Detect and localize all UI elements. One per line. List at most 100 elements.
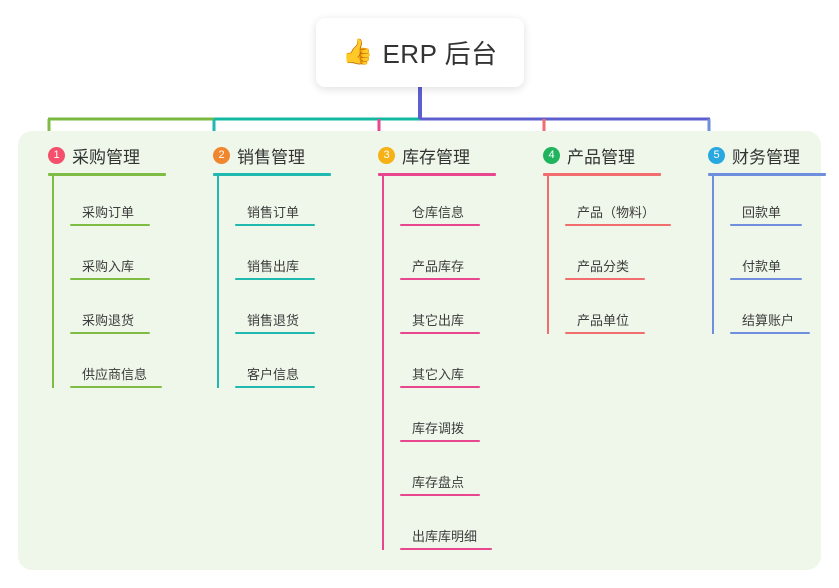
leaf-underline xyxy=(400,278,480,280)
leaf-label: 库存盘点 xyxy=(412,475,465,490)
branch-header-4[interactable]: 4 产品管理 xyxy=(525,142,661,168)
leaf-node[interactable]: 付款单 xyxy=(730,230,826,284)
branch-header-5[interactable]: 5 财务管理 xyxy=(690,142,826,168)
leaf-label: 产品单位 xyxy=(577,313,630,328)
leaf-label: 回款单 xyxy=(742,205,782,220)
leaf-underline xyxy=(400,332,480,334)
branch-badge-3: 3 xyxy=(378,146,395,164)
leaf-node[interactable]: 采购订单 xyxy=(70,176,166,230)
leaf-node[interactable]: 仓库信息 xyxy=(400,176,496,230)
leaf-label: 销售退货 xyxy=(247,313,300,328)
leaf-underline xyxy=(235,332,315,334)
branch-title-1: 采购管理 xyxy=(72,147,140,167)
leaf-node[interactable]: 结算账户 xyxy=(730,284,826,338)
branch-spine-4 xyxy=(547,176,549,334)
leaf-underline xyxy=(235,224,315,226)
leaf-underline xyxy=(730,332,810,334)
leaf-label: 销售订单 xyxy=(247,205,300,220)
leaf-node[interactable]: 产品库存 xyxy=(400,230,496,284)
leaf-underline xyxy=(400,548,492,550)
branch-children-1: 采购订单采购入库采购退货供应商信息 xyxy=(52,176,166,392)
leaf-underline xyxy=(400,224,480,226)
branch-panel xyxy=(18,131,821,570)
branch-underline-2 xyxy=(213,173,331,176)
leaf-node[interactable]: 其它入库 xyxy=(400,338,496,392)
branch-badge-4: 4 xyxy=(543,146,560,164)
leaf-label: 供应商信息 xyxy=(82,367,148,382)
leaf-node[interactable]: 销售退货 xyxy=(235,284,331,338)
leaf-label: 产品（物料） xyxy=(577,205,656,220)
leaf-underline xyxy=(565,278,645,280)
leaf-node[interactable]: 客户信息 xyxy=(235,338,331,392)
root-node[interactable]: 👍 ERP 后台 xyxy=(316,18,524,87)
leaf-underline xyxy=(235,386,315,388)
leaf-node[interactable]: 产品分类 xyxy=(565,230,661,284)
branch-badge-1: 1 xyxy=(48,146,65,164)
branch-children-2: 销售订单销售出库销售退货客户信息 xyxy=(217,176,331,392)
leaf-underline xyxy=(70,278,150,280)
root-title: ERP 后台 xyxy=(382,39,498,69)
leaf-node[interactable]: 库存盘点 xyxy=(400,446,496,500)
branch-column-1: 1 采购管理采购订单采购入库采购退货供应商信息 xyxy=(30,142,166,392)
leaf-underline xyxy=(730,224,802,226)
branch-underline-3 xyxy=(378,173,496,176)
leaf-underline xyxy=(400,494,480,496)
leaf-underline xyxy=(70,332,150,334)
leaf-underline xyxy=(400,386,480,388)
branch-spine-3 xyxy=(382,176,384,550)
leaf-underline xyxy=(565,224,671,226)
branch-title-5: 财务管理 xyxy=(732,147,800,167)
branch-underline-5 xyxy=(708,173,826,176)
branch-underline-4 xyxy=(543,173,661,176)
leaf-label: 销售出库 xyxy=(247,259,300,274)
leaf-label: 结算账户 xyxy=(742,313,795,328)
leaf-label: 付款单 xyxy=(742,259,782,274)
branch-spine-1 xyxy=(52,176,54,388)
branch-header-1[interactable]: 1 采购管理 xyxy=(30,142,166,168)
leaf-label: 库存调拨 xyxy=(412,421,465,436)
leaf-label: 其它入库 xyxy=(412,367,465,382)
leaf-label: 产品库存 xyxy=(412,259,465,274)
leaf-underline xyxy=(235,278,315,280)
leaf-node[interactable]: 回款单 xyxy=(730,176,826,230)
leaf-node[interactable]: 出库库明细 xyxy=(400,500,496,554)
branch-badge-2: 2 xyxy=(213,146,230,164)
leaf-node[interactable]: 产品（物料） xyxy=(565,176,671,230)
leaf-node[interactable]: 销售订单 xyxy=(235,176,331,230)
leaf-label: 采购订单 xyxy=(82,205,135,220)
branch-title-4: 产品管理 xyxy=(567,147,635,167)
thumbs-up-icon: 👍 xyxy=(342,38,374,66)
leaf-node[interactable]: 供应商信息 xyxy=(70,338,166,392)
leaf-underline xyxy=(70,386,162,388)
leaf-node[interactable]: 采购入库 xyxy=(70,230,166,284)
branch-children-5: 回款单付款单结算账户 xyxy=(712,176,826,338)
leaf-node[interactable]: 销售出库 xyxy=(235,230,331,284)
branch-children-4: 产品（物料） 产品分类产品单位 xyxy=(547,176,671,338)
leaf-node[interactable]: 其它出库 xyxy=(400,284,496,338)
leaf-label: 采购入库 xyxy=(82,259,135,274)
leaf-underline xyxy=(565,332,645,334)
leaf-underline xyxy=(730,278,802,280)
branch-spine-5 xyxy=(712,176,714,334)
leaf-label: 仓库信息 xyxy=(412,205,465,220)
leaf-label: 产品分类 xyxy=(577,259,630,274)
leaf-label: 客户信息 xyxy=(247,367,300,382)
branch-badge-5: 5 xyxy=(708,146,725,164)
leaf-node[interactable]: 库存调拨 xyxy=(400,392,496,446)
leaf-underline xyxy=(70,224,150,226)
branch-column-4: 4 产品管理产品（物料） 产品分类产品单位 xyxy=(525,142,671,338)
leaf-label: 出库库明细 xyxy=(412,529,478,544)
leaf-label: 其它出库 xyxy=(412,313,465,328)
leaf-node[interactable]: 采购退货 xyxy=(70,284,166,338)
branch-column-5: 5 财务管理回款单付款单结算账户 xyxy=(690,142,826,338)
branch-spine-2 xyxy=(217,176,219,388)
leaf-node[interactable]: 产品单位 xyxy=(565,284,661,338)
leaf-underline xyxy=(400,440,480,442)
branch-children-3: 仓库信息产品库存其它出库其它入库库存调拨库存盘点出库库明细 xyxy=(382,176,496,554)
